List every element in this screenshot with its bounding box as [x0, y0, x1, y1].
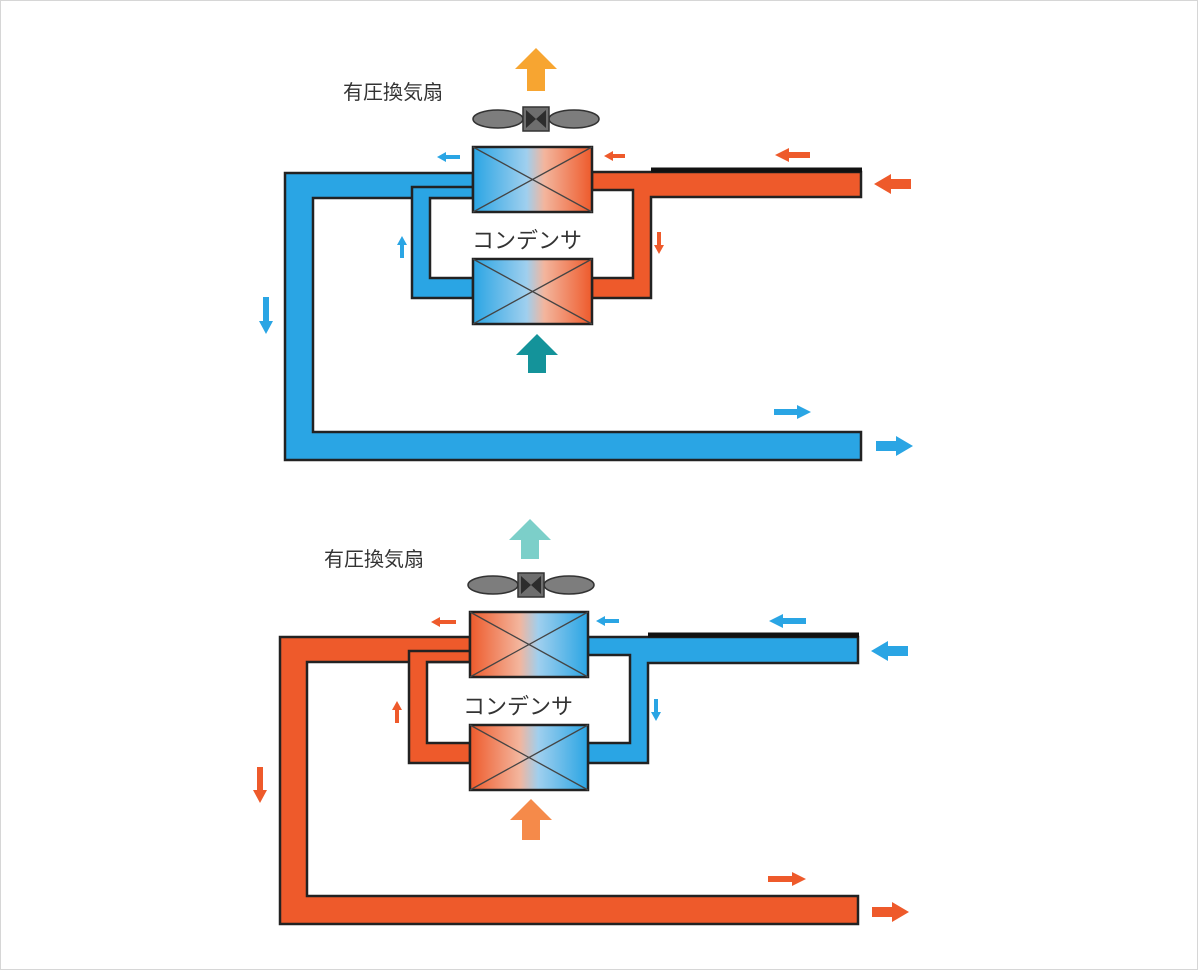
fan-icon [472, 106, 600, 132]
outlet-flow-arrow-icon-bottom [872, 902, 909, 922]
left-loop-duct-cold [410, 185, 475, 300]
intake-arrow-icon-bottom [510, 799, 552, 840]
coil-cold-flow-arrow-icon-bottom [596, 616, 619, 626]
condenser-label-bottom: コンデンサ [463, 695, 573, 720]
return-flow-arrow-icon-bottom [768, 872, 806, 886]
coil-hot-flow-arrow-icon-bottom [431, 617, 456, 627]
condenser-coil-upper-bottom [468, 610, 590, 679]
fan-label: 有圧換気扇 [343, 80, 443, 104]
inlet-flow-arrow-icon-bottom [871, 641, 908, 661]
return-flow-arrow-icon [774, 405, 811, 419]
condenser-label: コンデンサ [472, 229, 582, 254]
riser-down-arrow-icon-bottom [651, 699, 661, 721]
duct-hot-flow-arrow-icon [775, 148, 810, 162]
diagram-bottom: 有圧換気扇 コンデンサ [253, 519, 909, 926]
duct-cold-flow-arrow-icon [769, 614, 806, 628]
fan-icon-bottom [467, 572, 595, 598]
coil-hot-flow-arrow-icon [604, 151, 625, 161]
inlet-duct-hot [590, 170, 863, 300]
diagram-top: 有圧換気扇 コンデンサ [259, 48, 913, 462]
outlet-flow-arrow-icon [876, 436, 913, 456]
condenser-coil-lower [471, 257, 594, 326]
coil-cold-flow-arrow-icon [437, 152, 460, 162]
condenser-coil-lower-bottom [468, 723, 590, 792]
exhaust-arrow-icon-bottom [509, 519, 551, 559]
condenser-coil-upper [471, 145, 594, 214]
riser-up-arrow-icon [397, 236, 407, 258]
inlet-flow-arrow-icon [874, 174, 911, 194]
riser-down-arrow-icon [654, 232, 664, 254]
left-loop-duct-hot [407, 649, 472, 765]
riser-up-arrow-icon-bottom [392, 701, 402, 723]
intake-arrow-icon [516, 334, 558, 373]
main-down-arrow-icon-bottom [253, 767, 267, 803]
inlet-duct-cold [586, 635, 860, 765]
main-down-arrow-icon [259, 297, 273, 334]
exhaust-arrow-icon [515, 48, 557, 91]
fan-label-bottom: 有圧換気扇 [324, 547, 424, 571]
